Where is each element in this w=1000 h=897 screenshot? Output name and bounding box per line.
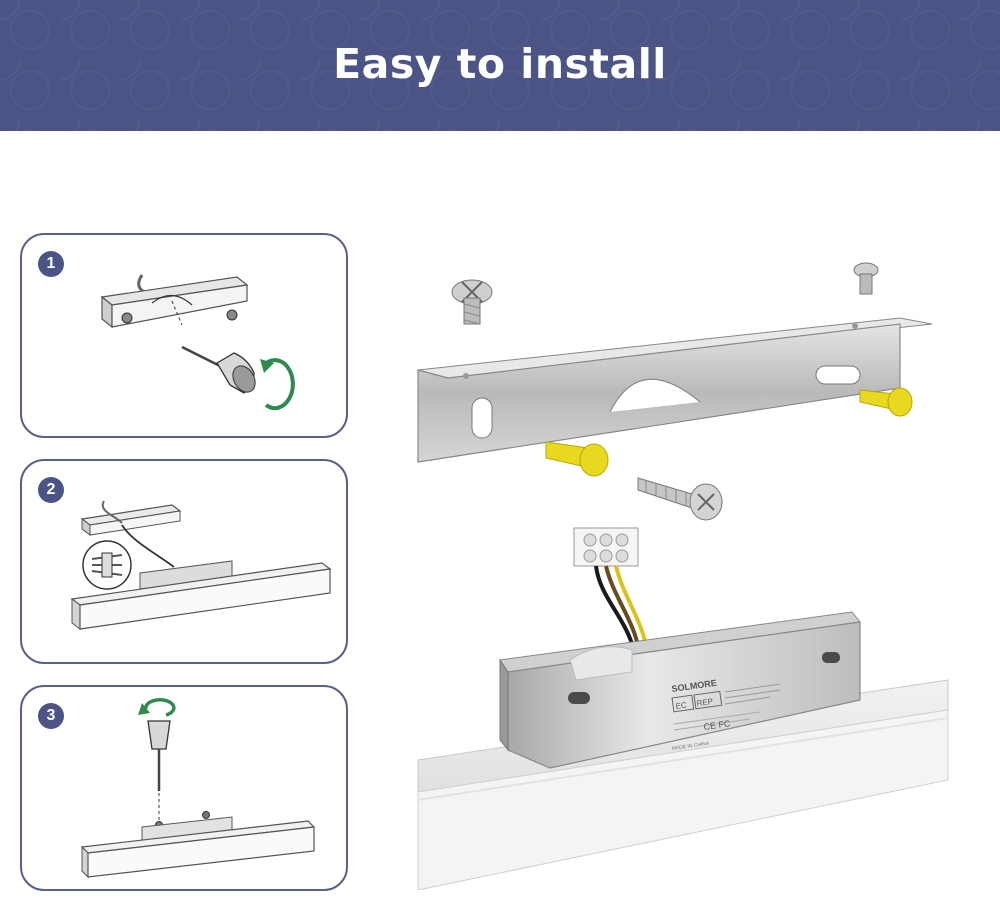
step-card-3: 3 bbox=[20, 685, 348, 891]
wall-plug-icon bbox=[545, 441, 609, 477]
step-card-2: 2 bbox=[20, 459, 348, 664]
installation-diagram: SOLMORE EC REP CE FC MADE IN CHINA bbox=[417, 262, 949, 890]
step-number-badge: 1 bbox=[38, 251, 64, 277]
wire-connection-icon bbox=[70, 500, 332, 630]
header-banner: Easy to install bbox=[0, 0, 1000, 131]
terminal-block bbox=[573, 527, 639, 567]
step-number-badge: 2 bbox=[38, 477, 64, 503]
screw-icon bbox=[637, 477, 723, 521]
screw-icon bbox=[451, 279, 493, 325]
step-card-1: 1 bbox=[20, 233, 348, 438]
rep-mark: REP bbox=[696, 697, 714, 708]
screwdriver-bracket-icon bbox=[100, 274, 295, 411]
mounting-bracket bbox=[417, 317, 933, 463]
cert-marks: CE FC bbox=[703, 718, 732, 732]
product-label: SOLMORE EC REP CE FC MADE IN CHINA bbox=[671, 678, 781, 752]
driver-box bbox=[499, 611, 861, 769]
screw-icon bbox=[853, 262, 879, 295]
wall-plug-icon bbox=[859, 387, 913, 417]
screw-fixture-icon bbox=[80, 698, 316, 879]
step-number-badge: 3 bbox=[38, 703, 64, 729]
origin-label: MADE IN CHINA bbox=[671, 741, 710, 752]
ec-mark: EC bbox=[675, 700, 687, 710]
page-title: Easy to install bbox=[333, 40, 667, 88]
